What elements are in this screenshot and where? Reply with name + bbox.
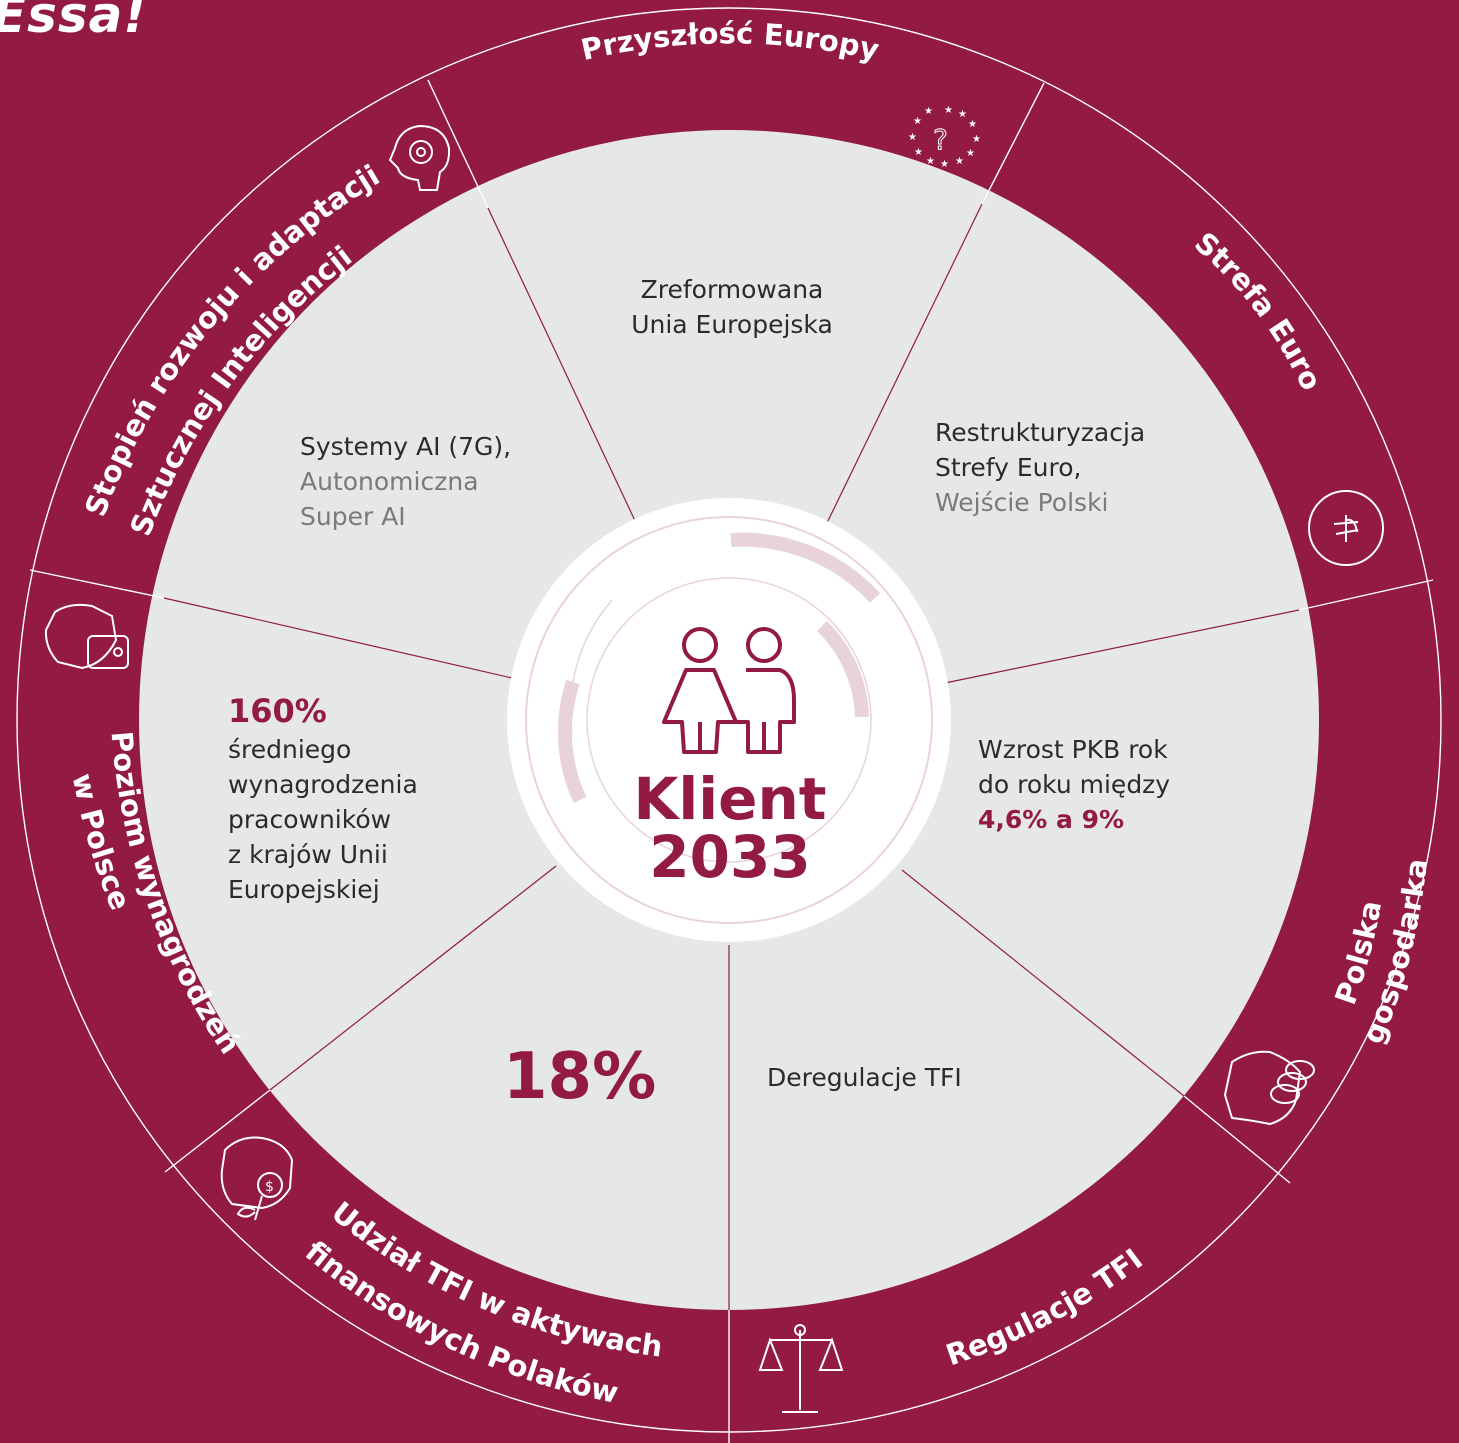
svg-text:★: ★ bbox=[968, 119, 977, 130]
eu-question-stars-icon: ★★★ ★★★ ★★★ ★★★ ? bbox=[908, 105, 981, 170]
ai-head-gear-icon bbox=[388, 124, 451, 191]
svg-text:$: $ bbox=[265, 1179, 274, 1195]
svg-text:★: ★ bbox=[908, 132, 917, 143]
center-label-line-1: Klient bbox=[633, 765, 827, 833]
ai-muted-line-2: Super AI bbox=[300, 502, 406, 531]
ring-label-eurozone: Strefa Euro bbox=[1188, 225, 1328, 395]
poland-wallet-icon bbox=[44, 603, 129, 670]
content-ai: Systemy AI (7G), Autonomiczna Super AI bbox=[300, 429, 560, 534]
svg-text:★: ★ bbox=[944, 105, 953, 116]
polish-economy-line-2: do roku między bbox=[978, 770, 1171, 799]
center-arc-4 bbox=[569, 599, 613, 736]
ai-line-1: Systemy AI (7G), bbox=[300, 432, 512, 461]
eurozone-muted-line: Wejście Polski bbox=[935, 488, 1109, 517]
polish-economy-accent: 4,6% a 9% bbox=[978, 805, 1125, 834]
content-eurozone: Restrukturyzacja Strefy Euro, Wejście Po… bbox=[935, 415, 1215, 520]
salary-highlight: 160% bbox=[228, 692, 327, 730]
center-label-line-2: 2033 bbox=[649, 823, 811, 891]
people-icon bbox=[662, 627, 796, 754]
center-label: Klient 2033 bbox=[565, 770, 895, 886]
eurozone-line-1: Restrukturyzacja bbox=[935, 418, 1146, 447]
ring-label-tfi-regulation: Regulacje TFI bbox=[942, 1242, 1149, 1372]
svg-text:★: ★ bbox=[914, 147, 923, 158]
salary-line-2: wynagrodzenia bbox=[228, 770, 418, 799]
eurozone-line-2: Strefy Euro, bbox=[935, 453, 1082, 482]
content-tfi-regulation: Deregulacje TFI bbox=[767, 1060, 1027, 1095]
svg-text:?: ? bbox=[933, 123, 948, 156]
content-future-europe: Zreformowana Unia Europejska bbox=[612, 272, 852, 342]
corner-title: Essa! bbox=[0, 0, 148, 44]
svg-text:★: ★ bbox=[955, 156, 964, 167]
svg-text:★: ★ bbox=[926, 156, 935, 167]
poland-money-plant-icon: $ bbox=[220, 1136, 294, 1221]
future-europe-line-1: Zreformowana bbox=[640, 275, 824, 304]
scales-icon bbox=[758, 1324, 844, 1413]
content-polish-economy: Wzrost PKB rok do roku między 4,6% a 9% bbox=[978, 732, 1238, 837]
polish-economy-line-1: Wzrost PKB rok bbox=[978, 735, 1168, 764]
salary-line-1: średniego bbox=[228, 735, 352, 764]
ring-dividers bbox=[29, 79, 1434, 1443]
salary-line-4: z krajów Unii bbox=[228, 840, 388, 869]
ai-muted-line-1: Autonomiczna bbox=[300, 467, 479, 496]
center-thin-ring bbox=[586, 577, 872, 863]
center-arc-1 bbox=[730, 532, 881, 603]
future-europe-line-2: Unia Europejska bbox=[631, 310, 833, 339]
salary-line-5: Europejskiej bbox=[228, 875, 380, 904]
tfi-share-highlight: 18% bbox=[503, 1040, 657, 1114]
center-inner-ring bbox=[525, 516, 933, 924]
svg-text:★: ★ bbox=[913, 116, 922, 127]
svg-text:★: ★ bbox=[972, 134, 981, 145]
tfi-regulation-line-1: Deregulacje TFI bbox=[767, 1063, 962, 1092]
inner-dividers bbox=[163, 203, 1300, 1310]
center-arc-3 bbox=[557, 679, 587, 803]
svg-text:★: ★ bbox=[958, 109, 967, 120]
center-arc-2 bbox=[817, 620, 869, 718]
content-salary: średniego wynagrodzenia pracowników z kr… bbox=[228, 732, 488, 907]
svg-text:★: ★ bbox=[940, 159, 949, 170]
poland-coins-icon bbox=[1223, 1050, 1315, 1126]
ring-label-future-europe: Przyszłość Europy bbox=[578, 16, 882, 67]
svg-text:★: ★ bbox=[966, 148, 975, 159]
salary-line-3: pracowników bbox=[228, 805, 392, 834]
euro-coin-icon bbox=[1308, 490, 1384, 566]
svg-text:★: ★ bbox=[924, 106, 933, 117]
